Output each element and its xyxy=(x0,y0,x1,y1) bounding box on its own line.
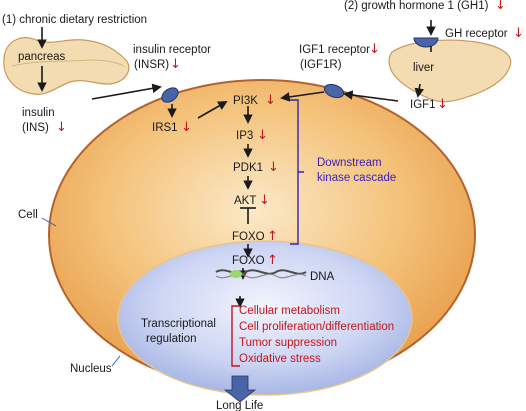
growth-hormone-label: (2) growth hormone 1 (GH1) xyxy=(344,0,489,12)
liver-label: liver xyxy=(413,62,434,74)
long-life-label: Long Life xyxy=(216,400,263,411)
pdk1-label: PDK1 xyxy=(233,162,263,174)
long-life-arrow xyxy=(223,375,257,403)
pathway-arrows xyxy=(37,20,436,308)
foxo-nucleus-up-arrow: ↑ xyxy=(267,253,278,268)
igf1r-down-arrow: ↓ xyxy=(369,42,380,57)
nucleus xyxy=(117,240,413,396)
foxo-cytoplasm-label: FOXO xyxy=(232,231,265,243)
irs1-down-arrow: ↓ xyxy=(181,120,192,135)
insulin-abbrev-label: (INS) xyxy=(22,122,49,134)
transcription-label-line1: Transcriptional xyxy=(141,318,216,330)
process-cellular-metabolism: Cellular metabolism xyxy=(239,305,340,317)
gh-receptor-label: GH receptor xyxy=(445,28,508,40)
cell-label: Cell xyxy=(18,209,38,221)
akt-inhibition xyxy=(240,207,256,224)
cell-pointer xyxy=(41,217,57,227)
nucleus-pointer xyxy=(111,355,121,367)
gh-receptor-down-arrow: ↓ xyxy=(513,26,524,41)
ip3-down-arrow: ↓ xyxy=(257,128,268,143)
pi3k-label: PI3K xyxy=(233,95,258,107)
igf1-down-arrow: ↓ xyxy=(437,97,448,112)
insulin-down-arrow: ↓ xyxy=(56,120,67,135)
gh1-down-arrow: ↓ xyxy=(495,0,506,13)
insr-down-arrow: ↓ xyxy=(170,57,181,72)
cascade-label-line1: Downstream xyxy=(317,157,382,169)
dna-label: DNA xyxy=(310,271,335,283)
regulation-bracket xyxy=(231,305,240,367)
irs1-label: IRS1 xyxy=(152,122,178,134)
process-cell-proliferation: Cell proliferation/differentiation xyxy=(239,321,394,333)
foxo-cytoplasm-up-arrow: ↑ xyxy=(267,229,278,244)
process-tumor-suppression: Tumor suppression xyxy=(239,337,337,349)
cascade-label-line2: kinase cascade xyxy=(317,172,396,184)
foxo-nucleus-label: FOXO xyxy=(232,255,265,267)
insr-label: insulin receptor xyxy=(133,44,211,56)
dietary-restriction-label: (1) chronic dietary restriction xyxy=(2,14,147,26)
igf1-label: IGF1 xyxy=(410,99,436,111)
nucleus-label: Nucleus xyxy=(70,363,112,375)
pancreas-duct xyxy=(11,59,125,67)
cascade-bracket xyxy=(290,99,304,245)
akt-down-arrow: ↓ xyxy=(259,193,270,208)
gh-receptor-shape xyxy=(413,37,439,48)
insr-abbrev-label: (INSR) xyxy=(134,59,169,71)
igf1r-abbrev-label: (IGF1R) xyxy=(300,59,342,71)
pi3k-down-arrow: ↓ xyxy=(265,93,276,108)
foxo-binding-site xyxy=(230,270,242,278)
ip3-label: IP3 xyxy=(236,130,253,142)
pdk1-down-arrow: ↓ xyxy=(268,160,279,175)
insulin-label: insulin xyxy=(22,107,55,119)
akt-label: AKT xyxy=(234,195,256,207)
pancreas-organ xyxy=(3,37,130,95)
liver-organ xyxy=(388,39,512,103)
pancreas-label: pancreas xyxy=(18,51,66,63)
insr-receptor-shape xyxy=(161,87,179,103)
transcription-label-line2: regulation xyxy=(146,333,197,345)
igf1r-label: IGF1 receptor xyxy=(299,44,370,56)
process-oxidative-stress: Oxidative stress xyxy=(239,353,321,365)
